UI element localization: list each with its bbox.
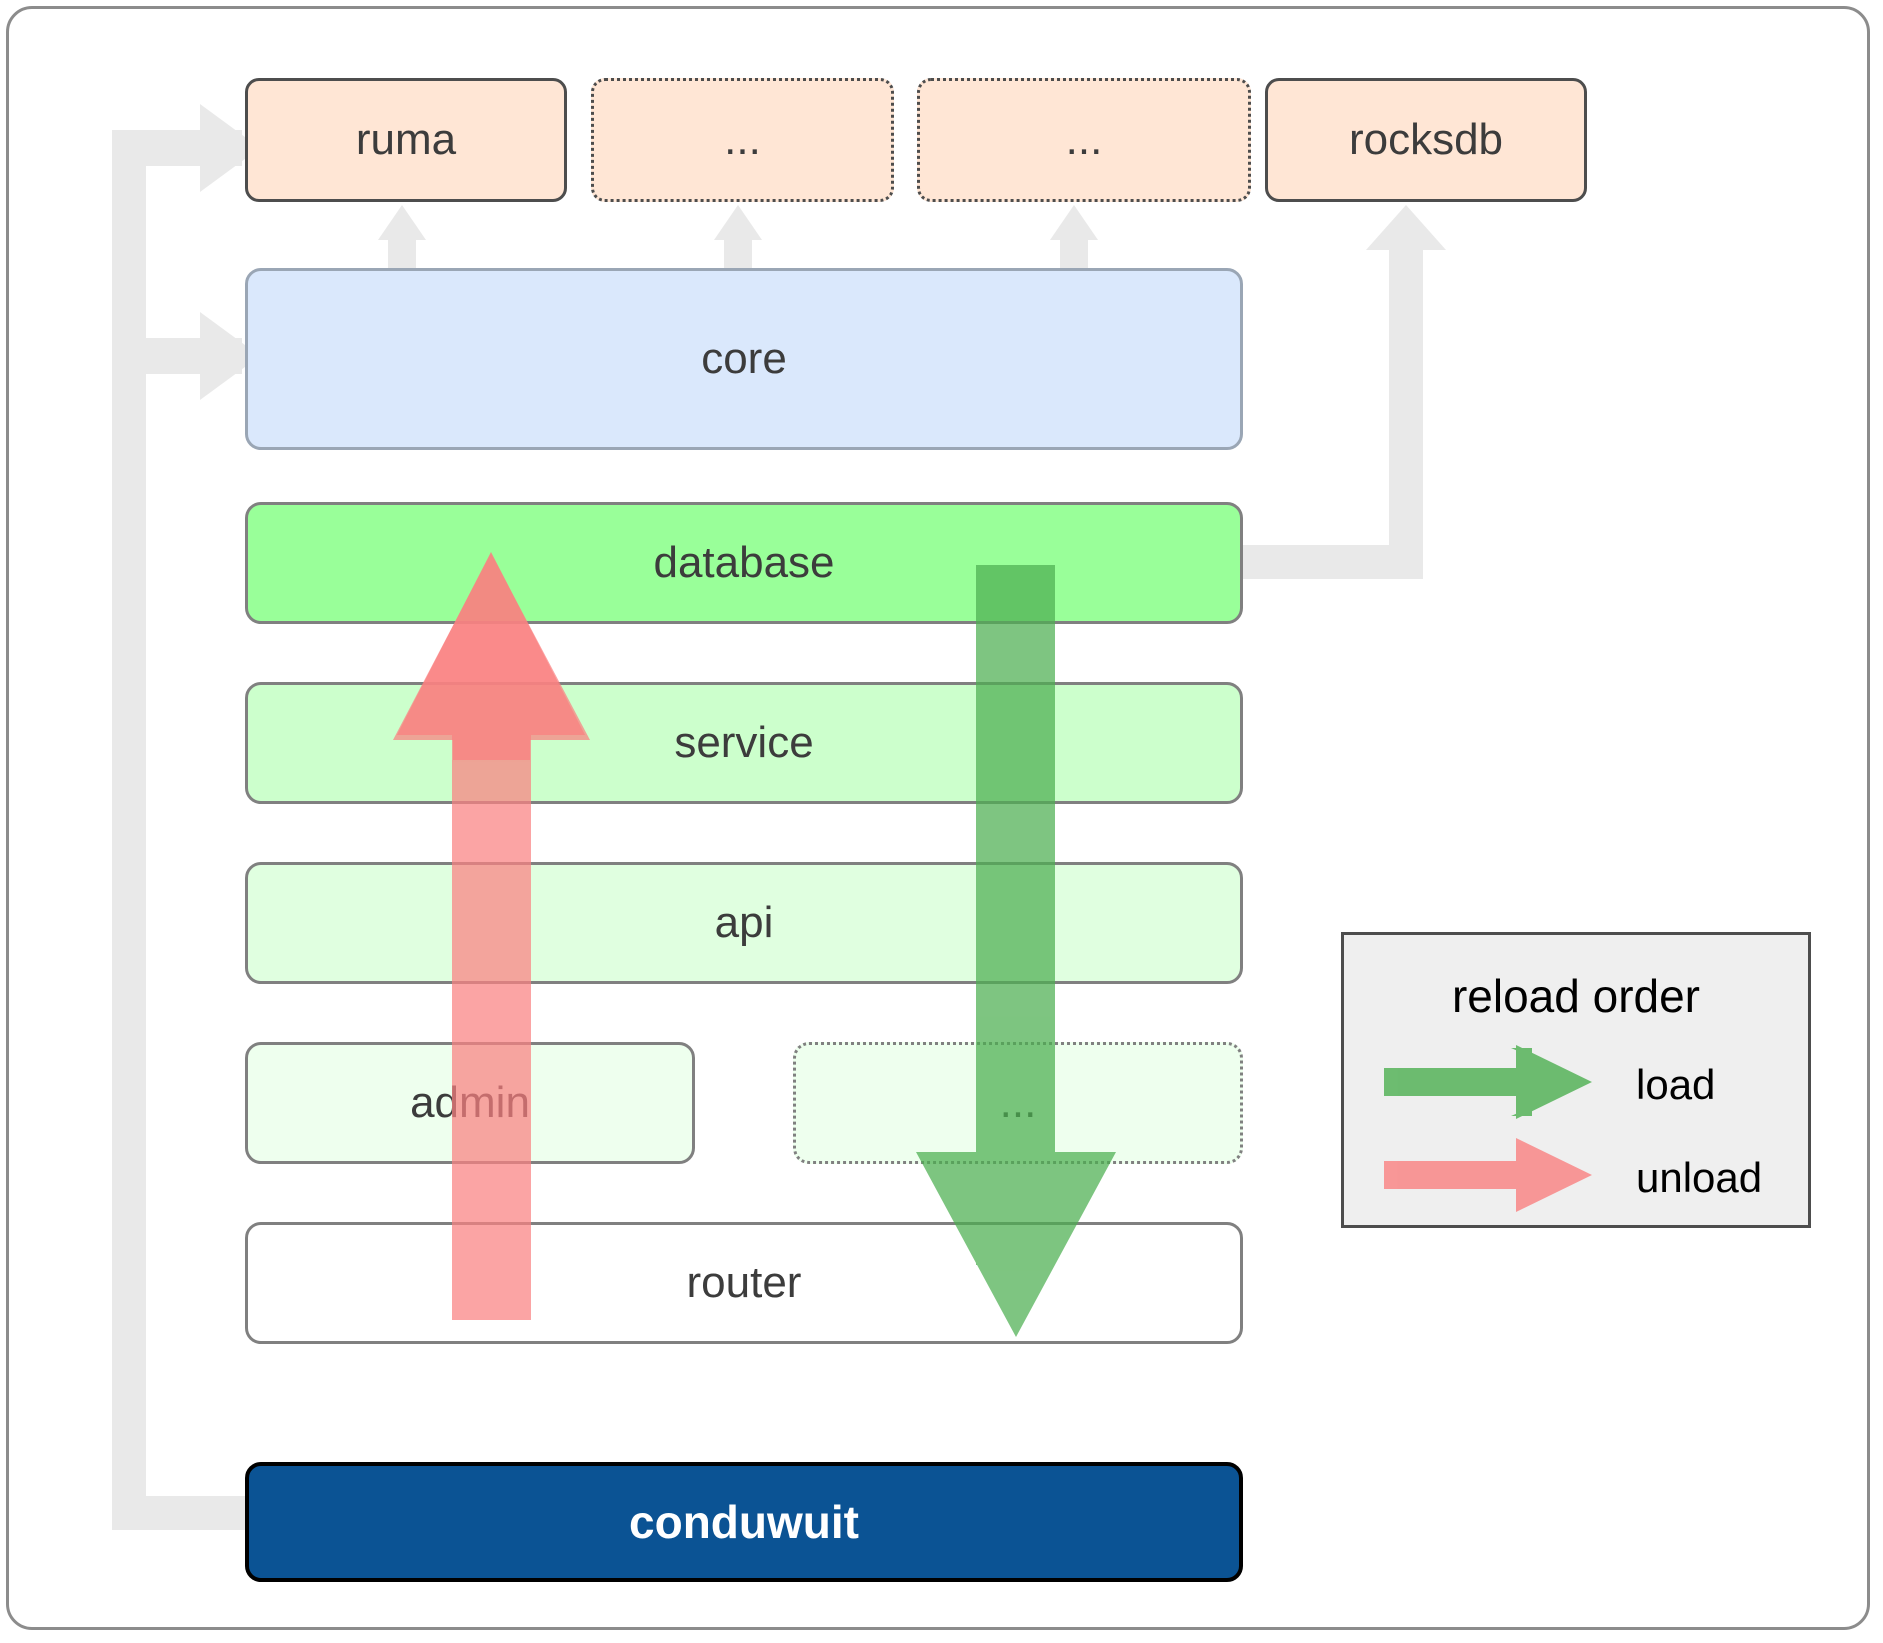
legend-title: reload order <box>1451 970 1701 1022</box>
dependency-box-ellipsis-2[interactable]: ... <box>917 78 1251 202</box>
legend-arrows <box>1384 1045 1592 1212</box>
dependency-box-ruma[interactable]: ruma <box>245 78 567 202</box>
legend-label-load: load <box>1636 1061 1716 1108</box>
module-box-core[interactable]: core <box>245 268 1243 450</box>
legend-panel: reload order load unload <box>1341 932 1811 1228</box>
legend-unload-arrow <box>1384 1138 1592 1212</box>
legend-load-arrow <box>1384 1045 1592 1119</box>
legend-label-unload: unload <box>1636 1154 1763 1201</box>
